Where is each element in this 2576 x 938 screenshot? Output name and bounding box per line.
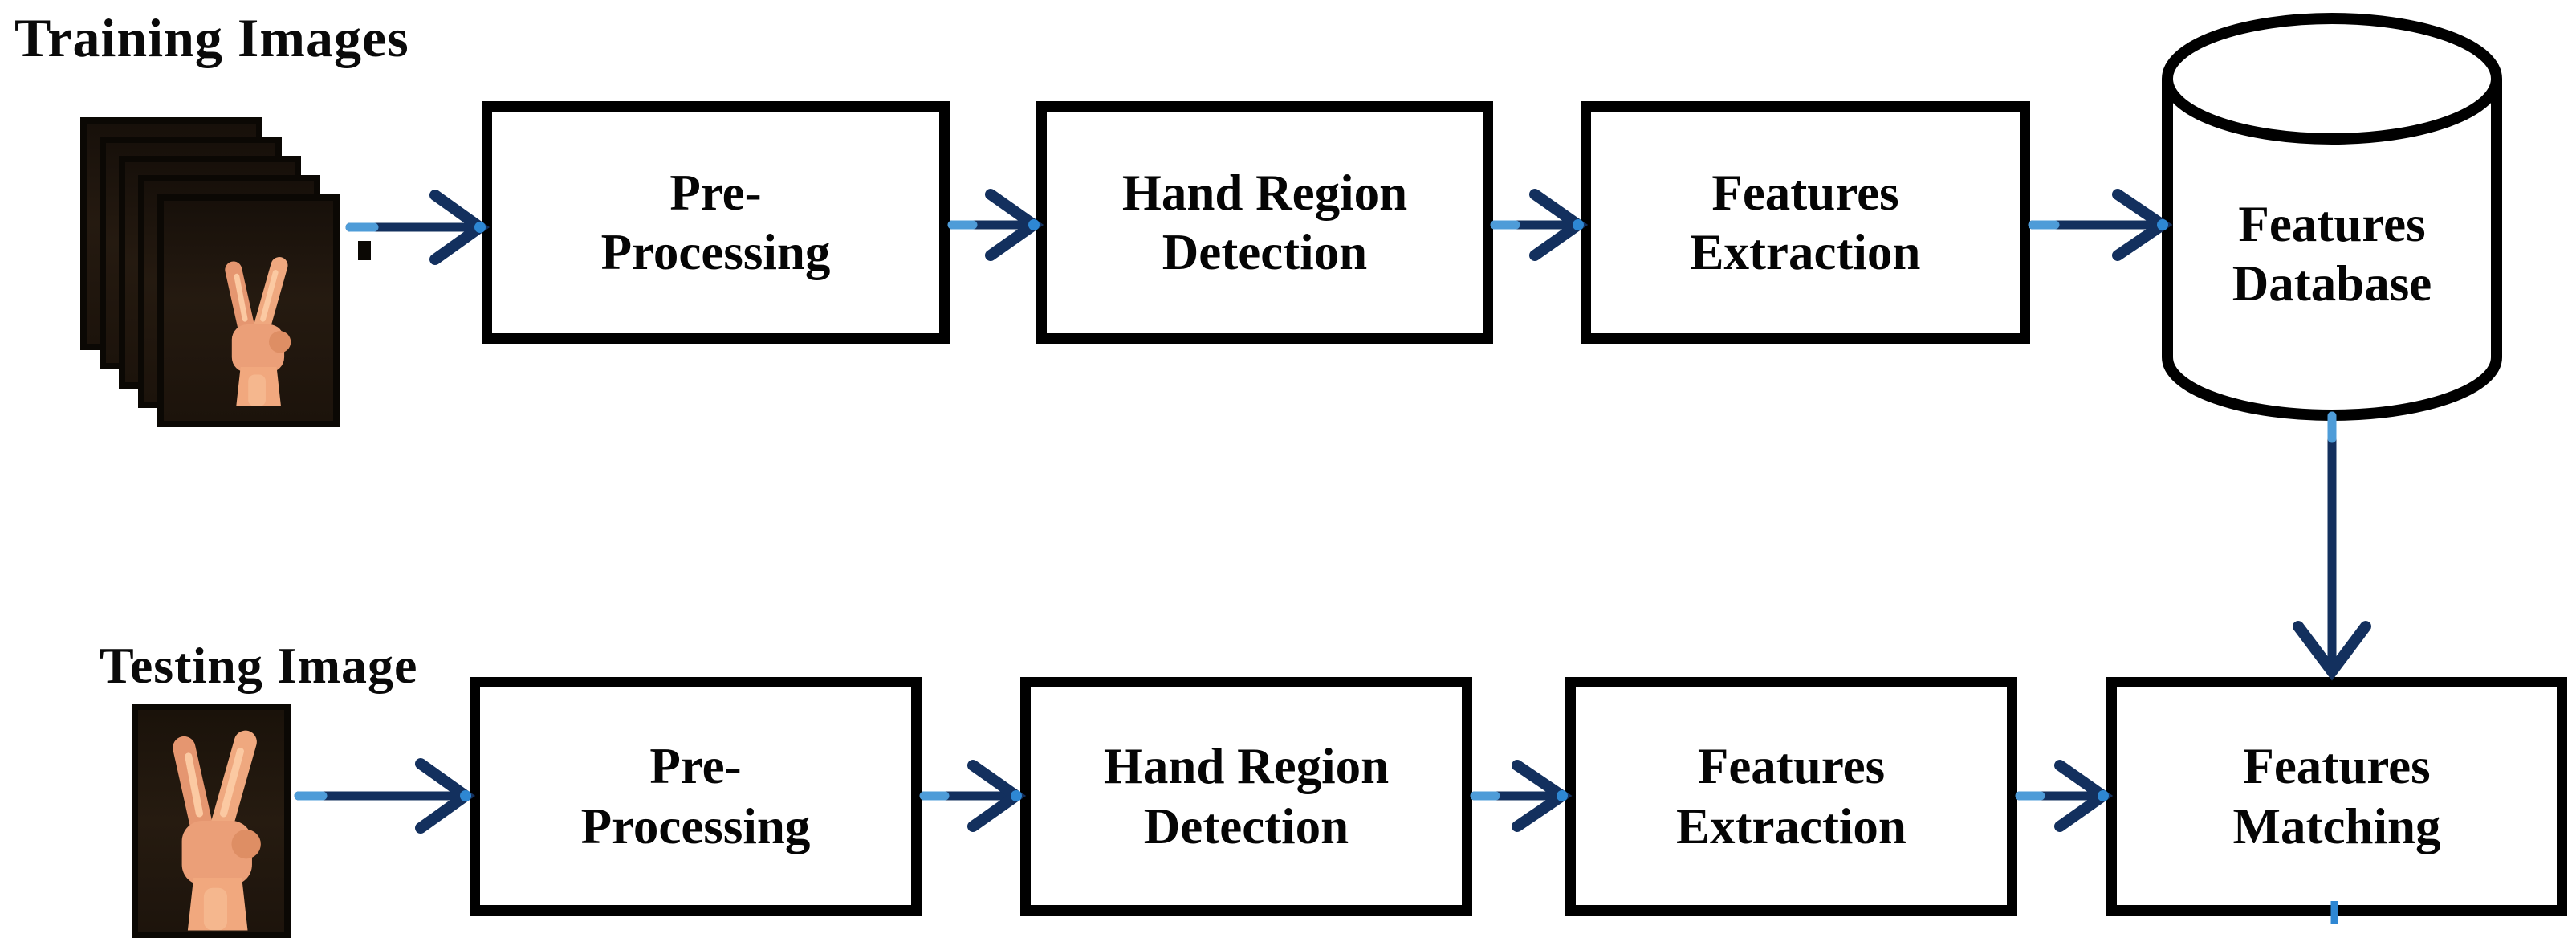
flow-arrow-icon [1470, 760, 1573, 832]
box-label-line: Detection [1162, 224, 1368, 280]
flow-arrow-icon [2015, 760, 2114, 832]
box-features-extraction-testing: Features Extraction [1565, 677, 2017, 916]
box-label-line: Pre- [649, 738, 742, 795]
flow-arrow-icon [919, 760, 1027, 832]
box-label-line: Matching [2232, 797, 2441, 854]
box-features-matching: Features Matching [2106, 677, 2567, 916]
stack-edge-mark [358, 241, 371, 260]
box-label-line: Pre- [669, 164, 762, 221]
photo-sheet-front [157, 194, 340, 427]
box-label-line: Features [2243, 738, 2431, 795]
box-label-line: Processing [580, 797, 811, 854]
box-label-line: Features [1697, 738, 1886, 795]
box-preprocessing-testing: Pre- Processing [470, 677, 922, 916]
box-label-line: Detection [1143, 797, 1349, 854]
database-cylinder-icon [2162, 13, 2502, 421]
training-images-stack [80, 117, 369, 455]
box-hand-region-detection-training: Hand Region Detection [1036, 101, 1493, 344]
testing-image-label: Testing Image [100, 637, 418, 694]
training-images-label: Training Images [14, 7, 409, 68]
flow-arrow-icon [1490, 189, 1589, 261]
box-label-line: Hand Region [1121, 164, 1408, 221]
hand-gesture-icon [199, 230, 308, 419]
flow-arrow-icon [2028, 189, 2173, 261]
hand-gesture-icon [138, 710, 284, 932]
box-features-extraction-training: Features Extraction [1581, 101, 2030, 344]
testing-image-photo [132, 704, 291, 938]
features-database-label: Features Database [2159, 157, 2505, 350]
box-label-line: Features [2238, 195, 2426, 252]
flow-arrow-icon [947, 189, 1044, 261]
box-label-line: Hand Region [1103, 738, 1390, 795]
box-label-line: Features [1711, 164, 1899, 221]
box-hand-region-detection-testing: Hand Region Detection [1020, 677, 1472, 916]
flow-arrow-icon [294, 758, 476, 834]
box-label-line: Processing [600, 224, 831, 280]
box-label-line: Extraction [1690, 224, 1921, 280]
box-label-line: Database [2232, 255, 2432, 312]
box-preprocessing-training: Pre- Processing [482, 101, 950, 344]
box-label-line: Extraction [1676, 797, 1907, 854]
flow-arrow-icon [2293, 411, 2371, 681]
